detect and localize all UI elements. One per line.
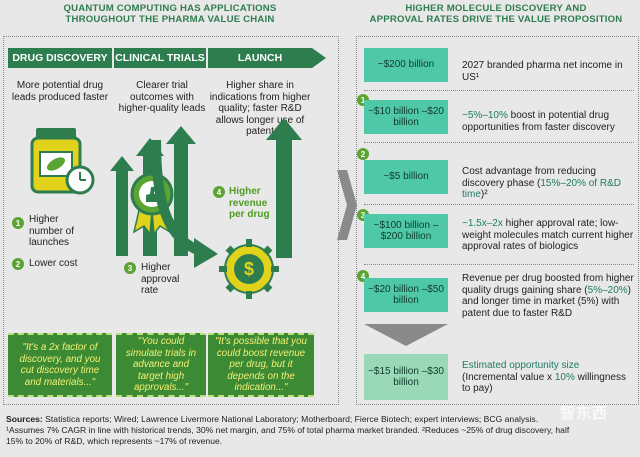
value-box-4: ~$20 billion –$50 billion [364,278,448,312]
launch-intro: Higher share in indications from higher … [209,80,311,137]
value-desc-total: 2027 branded pharma net income in US¹ [462,60,623,83]
stage-drug-discovery: DRUG DISCOVERY [8,48,112,68]
opportunity-desc: Estimated opportunity size (Incremental … [462,360,637,395]
watermark: 智东西 [560,405,609,422]
sources-line: Sources: Statistica reports; Wired; Lawr… [6,414,539,424]
discovery-intro: More potential drug leads produced faste… [11,80,109,103]
value-box-2: ~$5 billion [364,160,448,194]
panel-divider-chevron [337,170,357,240]
row-divider [364,142,634,143]
row-divider [364,90,634,91]
value-box-3: ~$100 billion –$200 billion [364,214,448,248]
svg-text:$: $ [244,259,254,279]
item-number-2: 2 [12,258,24,270]
left-frame [3,36,339,405]
value-desc-4: Revenue per drug boosted from higher qua… [462,273,634,319]
left-header: QUANTUM COMPUTING HAS APPLICATIONS THROU… [63,3,277,25]
footnote-1: ¹Assumes 7% CAGR in line with historical… [6,425,570,435]
item-number-1: 1 [12,217,24,229]
launch-item: Higher revenue per drug [229,186,270,220]
value-box-1: ~$10 billion –$20 billion [364,100,448,134]
value-number-2: 2 [357,148,369,160]
launch-up-arrow-icon [266,118,302,258]
trials-item: Higher approval rate [141,262,180,296]
discovery-quote: "It's a 2x factor of discovery, and you … [8,333,112,397]
right-header: HIGHER MOLECULE DISCOVERY AND APPROVAL R… [369,3,623,25]
value-desc-2: Cost advantage from reducing discovery p… [462,166,621,200]
pill-bottle-icon [30,128,95,195]
trials-quote: "You could simulate trials in advance an… [116,333,206,397]
value-box-total: ~$200 billion [364,48,448,82]
stage-launch: LAUNCH [208,48,312,68]
opportunity-title: Estimated opportunity size [462,360,580,371]
item-number-3: 3 [124,262,136,274]
right-frame [356,36,639,405]
row-divider [364,204,634,205]
value-desc-3: ~1.5x–2x higher approval rate; low-weigh… [462,218,634,252]
footnote-2: 15% to 20% of R&D, which represents ~17%… [6,436,223,446]
launch-quote: "It's possible that you could boost reve… [208,333,314,397]
value-desc-1: ~5%–10% boost in potential drug opportun… [462,110,615,133]
discovery-item-1: Higher number of launches [29,214,75,248]
revenue-gear-icon: $ [219,239,279,299]
discovery-item-2: Lower cost [29,258,78,269]
row-divider [364,264,634,265]
sum-down-chevron [364,324,448,346]
item-number-4: 4 [213,186,225,198]
trials-intro: Clearer trial outcomes with higher-quali… [118,80,206,114]
stage-arrowhead [312,48,326,68]
curved-arrow-icon [151,140,218,268]
stage-clinical-trials: CLINICAL TRIALS [114,48,206,68]
opportunity-box: ~$15 billion –$30 billion [364,354,448,400]
opportunity-detail: (Incremental value x 10% willingness to … [462,371,626,395]
